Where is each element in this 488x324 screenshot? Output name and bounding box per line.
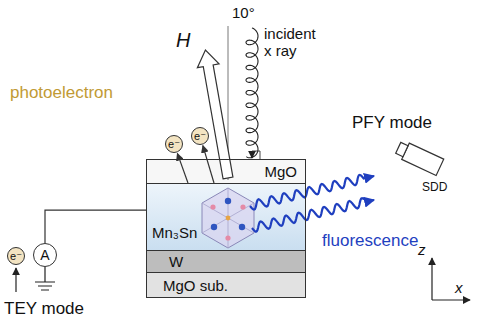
photoelectron-arrow (203, 146, 214, 183)
mode-label-text: PFY mode (352, 113, 432, 132)
layer-name: W (169, 254, 183, 269)
electron-circle: e⁻ (191, 127, 209, 145)
layer-name: Mn₃Sn (152, 225, 197, 240)
symbol-text: e⁻ (194, 131, 206, 142)
detector-window (396, 142, 408, 156)
detector-body (402, 143, 444, 175)
xray-helix (246, 28, 258, 158)
atom (211, 224, 217, 230)
mode-label: PFY mode (352, 114, 432, 131)
axis-label: x (455, 280, 463, 295)
layer-fill (146, 272, 306, 298)
right-angle-mark (252, 151, 260, 159)
layer-band: MgO sub. (146, 272, 306, 298)
mode-label: TEY mode (4, 300, 84, 317)
axis-label: z (418, 242, 426, 257)
x-axis (432, 299, 470, 300)
detector-label: SDD (422, 181, 447, 193)
layer-name: MgO (264, 164, 297, 179)
angle-label: 10° (232, 5, 255, 20)
layer-fills (146, 159, 306, 298)
crystal-lines (202, 188, 254, 248)
crystal-hexagon (202, 188, 254, 248)
electron-circle: e⁻ (165, 135, 183, 153)
detector-label-text: SDD (422, 180, 447, 194)
detector-icon (394, 140, 443, 176)
field-symbol-text: H (176, 29, 190, 51)
ground-symbol (35, 267, 55, 290)
mode-label-text: TEY mode (4, 299, 84, 318)
symbol-text: e⁻ (10, 251, 22, 262)
fluorescence-wave (250, 175, 374, 210)
circuit-wire (45, 210, 146, 243)
field-symbol: H (176, 30, 190, 50)
axis-label-text: z (418, 241, 426, 258)
atom (240, 204, 245, 209)
symbol-text: A (40, 248, 49, 262)
fluorescence-label-text: fluorescence (322, 231, 418, 250)
beam-arrow (251, 157, 252, 158)
photoelectron-label: photoelectron (10, 84, 113, 101)
atom (225, 198, 231, 204)
field-arrow (195, 48, 239, 180)
layer-name: MgO sub. (163, 278, 228, 293)
beam-label: incident x ray (264, 26, 322, 59)
angle-label-text: 10° (232, 4, 255, 21)
atom (210, 204, 215, 209)
axis-label-text: x (455, 279, 463, 296)
photoelectron-arrow (177, 153, 188, 183)
atom (225, 235, 230, 240)
z-axis (431, 258, 432, 300)
layer-fill (146, 250, 306, 273)
crystal-cell (202, 188, 254, 248)
electron-circle: e⁻ (7, 247, 25, 265)
layer-band: W (146, 250, 306, 273)
symbol-text: e⁻ (168, 139, 180, 150)
current-arrow (15, 268, 16, 292)
photoelectron-label-text: photoelectron (10, 83, 113, 102)
helix-coil (246, 28, 258, 158)
layer-band: MgO (146, 159, 306, 184)
fluorescence-label: fluorescence (322, 232, 418, 249)
layer-band: Mn₃Sn (146, 183, 306, 251)
ammeter-circle: A (33, 243, 57, 267)
atom (239, 224, 245, 230)
atom (226, 216, 231, 221)
fluorescence-wave (252, 198, 374, 232)
layer-fill (146, 183, 306, 251)
beam-label-text: incident x ray (264, 26, 322, 59)
